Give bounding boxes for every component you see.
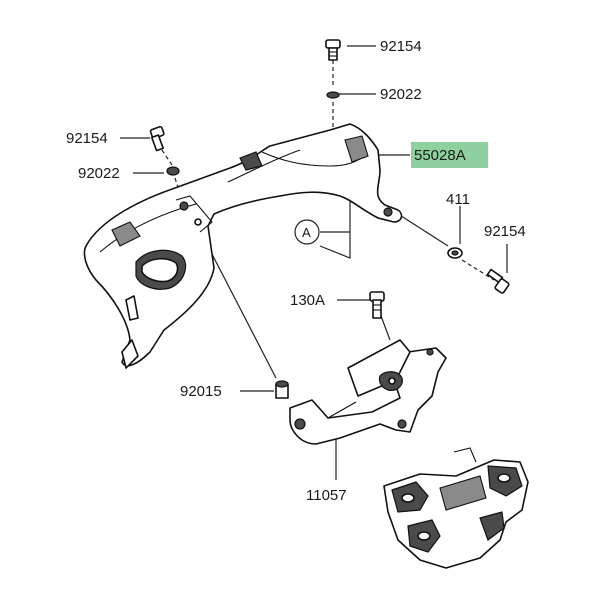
main-bracket-part [83, 123, 403, 369]
label-bracket[interactable]: 11057 [306, 487, 347, 504]
label-collar[interactable]: 92015 [180, 383, 222, 400]
steering-clamp-part [383, 447, 529, 569]
label-bolt-top[interactable]: 92154 [380, 38, 422, 55]
main-part-highlight [411, 142, 488, 168]
label-bolt-right[interactable]: 92154 [484, 223, 526, 240]
washer-top-icon [326, 91, 340, 99]
label-bolt-bracket[interactable]: 130A [290, 292, 325, 309]
bracket-part [289, 339, 447, 445]
bolt-top-icon [325, 39, 341, 61]
bolt-left-icon [149, 125, 165, 152]
label-washer-left[interactable]: 92022 [78, 165, 120, 182]
collar-icon [275, 380, 289, 399]
label-main-part[interactable]: 55028A [414, 147, 466, 164]
reference-a-circle [294, 219, 320, 245]
bolt-right-icon [486, 268, 510, 294]
washer-left-icon [166, 166, 180, 176]
label-reference-a: A [302, 225, 311, 240]
label-washer-right[interactable]: 411 [446, 191, 470, 208]
label-washer-top[interactable]: 92022 [380, 86, 422, 103]
label-bolt-left[interactable]: 92154 [66, 130, 108, 147]
bolt-bracket-icon [369, 291, 385, 319]
